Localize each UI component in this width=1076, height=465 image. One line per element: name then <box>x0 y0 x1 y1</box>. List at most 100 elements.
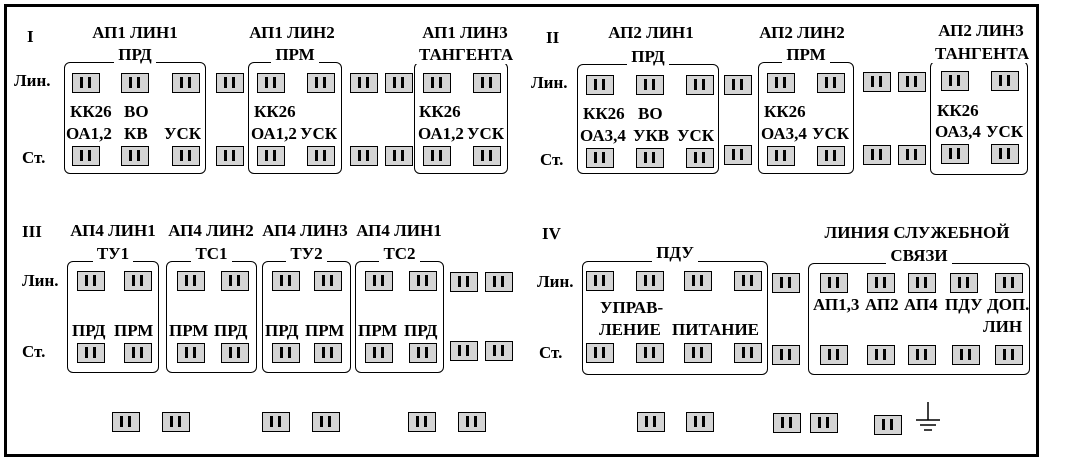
row-label-st: Ст. <box>22 148 46 167</box>
terminal-block-icon[interactable] <box>636 271 664 291</box>
terminal-block-icon[interactable] <box>423 146 451 166</box>
terminal-block-icon[interactable] <box>898 145 926 165</box>
terminal-block-icon[interactable] <box>121 73 149 93</box>
terminal-block-icon[interactable] <box>450 272 478 292</box>
terminal-block-icon[interactable] <box>162 412 190 432</box>
terminal-block-icon[interactable] <box>724 145 752 165</box>
terminal-block-icon[interactable] <box>863 145 891 165</box>
group-title: АП2 ЛИН2 <box>759 23 845 42</box>
terminal-block-icon[interactable] <box>450 341 478 361</box>
terminal-block-icon[interactable] <box>112 412 140 432</box>
terminal-block-icon[interactable] <box>385 73 413 93</box>
terminal-block-icon[interactable] <box>636 343 664 363</box>
terminal-block-icon[interactable] <box>874 415 902 435</box>
terminal-block-icon[interactable] <box>72 146 100 166</box>
terminal-block-icon[interactable] <box>408 412 436 432</box>
terminal-block-icon[interactable] <box>473 146 501 166</box>
terminal-block-icon[interactable] <box>385 146 413 166</box>
terminal-block-icon[interactable] <box>257 73 285 93</box>
terminal-block-icon[interactable] <box>485 272 513 292</box>
terminal-block-icon[interactable] <box>365 271 393 291</box>
terminal-block-icon[interactable] <box>941 71 969 91</box>
terminal-block-icon[interactable] <box>867 345 895 365</box>
terminal-block-icon[interactable] <box>991 144 1019 164</box>
terminal-block-icon[interactable] <box>734 271 762 291</box>
terminal-block-icon[interactable] <box>820 273 848 293</box>
terminal-block-icon[interactable] <box>820 345 848 365</box>
terminal-block-icon[interactable] <box>898 72 926 92</box>
terminal-label: ОА1,2 <box>66 124 112 143</box>
terminal-block-icon[interactable] <box>817 146 845 166</box>
terminal-block-icon[interactable] <box>950 273 978 293</box>
terminal-block-icon[interactable] <box>72 73 100 93</box>
terminal-block-icon[interactable] <box>995 273 1023 293</box>
terminal-block-icon[interactable] <box>124 271 152 291</box>
terminal-block-icon[interactable] <box>350 73 378 93</box>
group-title: АП4 ЛИН1 <box>70 221 156 240</box>
terminal-block-icon[interactable] <box>586 148 614 168</box>
terminal-block-icon[interactable] <box>221 271 249 291</box>
terminal-block-icon[interactable] <box>867 273 895 293</box>
terminal-block-icon[interactable] <box>995 345 1023 365</box>
terminal-block-icon[interactable] <box>177 343 205 363</box>
terminal-block-icon[interactable] <box>941 144 969 164</box>
terminal-block-icon[interactable] <box>314 343 342 363</box>
terminal-block-icon[interactable] <box>810 413 838 433</box>
terminal-block-icon[interactable] <box>636 75 664 95</box>
terminal-block-icon[interactable] <box>772 273 800 293</box>
terminal-block-icon[interactable] <box>586 271 614 291</box>
terminal-block-icon[interactable] <box>307 146 335 166</box>
terminal-block-icon[interactable] <box>272 343 300 363</box>
terminal-block-icon[interactable] <box>272 271 300 291</box>
terminal-block-icon[interactable] <box>121 146 149 166</box>
terminal-block-icon[interactable] <box>473 73 501 93</box>
terminal-block-icon[interactable] <box>423 73 451 93</box>
terminal-block-icon[interactable] <box>773 413 801 433</box>
terminal-block-icon[interactable] <box>221 343 249 363</box>
terminal-block-icon[interactable] <box>684 271 712 291</box>
terminal-label: ПРМ <box>358 321 398 340</box>
terminal-block-icon[interactable] <box>458 412 486 432</box>
terminal-block-icon[interactable] <box>172 73 200 93</box>
terminal-group-box: ТС1 <box>166 244 257 373</box>
service-line-box: СВЯЗИ <box>808 246 1030 375</box>
terminal-block-icon[interactable] <box>908 273 936 293</box>
terminal-block-icon[interactable] <box>734 343 762 363</box>
terminal-block-icon[interactable] <box>177 271 205 291</box>
terminal-block-icon[interactable] <box>314 271 342 291</box>
terminal-block-icon[interactable] <box>262 412 290 432</box>
terminal-block-icon[interactable] <box>124 343 152 363</box>
terminal-block-icon[interactable] <box>586 343 614 363</box>
terminal-block-icon[interactable] <box>365 343 393 363</box>
terminal-block-icon[interactable] <box>817 73 845 93</box>
terminal-block-icon[interactable] <box>216 73 244 93</box>
terminal-block-icon[interactable] <box>409 271 437 291</box>
terminal-block-icon[interactable] <box>172 146 200 166</box>
terminal-block-icon[interactable] <box>908 345 936 365</box>
terminal-block-icon[interactable] <box>952 345 980 365</box>
terminal-block-icon[interactable] <box>686 412 714 432</box>
terminal-block-icon[interactable] <box>724 75 752 95</box>
terminal-block-icon[interactable] <box>686 148 714 168</box>
terminal-block-icon[interactable] <box>485 341 513 361</box>
group-title: АП1 ЛИН3 <box>422 23 508 42</box>
terminal-block-icon[interactable] <box>586 75 614 95</box>
terminal-block-icon[interactable] <box>77 343 105 363</box>
terminal-block-icon[interactable] <box>767 73 795 93</box>
terminal-block-icon[interactable] <box>350 146 378 166</box>
terminal-block-icon[interactable] <box>77 271 105 291</box>
terminal-block-icon[interactable] <box>863 72 891 92</box>
terminal-block-icon[interactable] <box>637 412 665 432</box>
terminal-block-icon[interactable] <box>312 412 340 432</box>
terminal-label: ОА1,2 <box>251 124 297 143</box>
terminal-block-icon[interactable] <box>772 345 800 365</box>
terminal-block-icon[interactable] <box>216 146 244 166</box>
terminal-block-icon[interactable] <box>686 75 714 95</box>
terminal-block-icon[interactable] <box>991 71 1019 91</box>
terminal-block-icon[interactable] <box>684 343 712 363</box>
terminal-block-icon[interactable] <box>257 146 285 166</box>
terminal-block-icon[interactable] <box>636 148 664 168</box>
terminal-block-icon[interactable] <box>767 146 795 166</box>
terminal-block-icon[interactable] <box>409 343 437 363</box>
terminal-block-icon[interactable] <box>307 73 335 93</box>
